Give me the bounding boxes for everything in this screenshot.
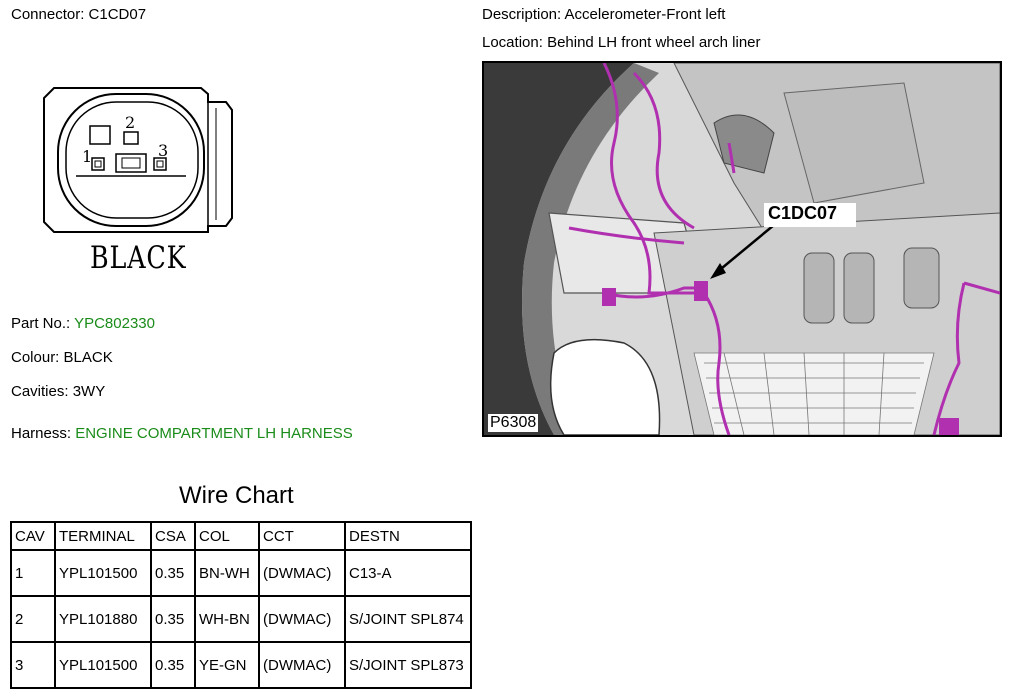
location-label: Location: xyxy=(482,34,543,51)
cell-destn: S/JOINT SPL874 xyxy=(344,595,472,643)
connector-callout-label: C1DC07 xyxy=(768,203,838,223)
header-cct: CCT xyxy=(258,521,346,551)
harness-value: ENGINE COMPARTMENT LH HARNESS xyxy=(75,425,353,442)
colour-line: Colour: BLACK xyxy=(11,349,113,366)
cell-destn: C13-A xyxy=(344,549,472,597)
pin-label-1: 1 xyxy=(82,147,92,166)
description-line: Description: Accelerometer-Front left xyxy=(482,6,725,23)
table-row: 3 YPL101500 0.35 YE-GN (DWMAC) S/JOINT S… xyxy=(10,641,472,689)
wire-chart-table: CAV TERMINAL CSA COL CCT DESTN 1 YPL1015… xyxy=(10,521,472,689)
description-value: Accelerometer-Front left xyxy=(564,6,726,23)
cell-cav: 3 xyxy=(10,641,56,689)
cell-terminal: YPL101500 xyxy=(54,641,152,689)
pin-label-2: 2 xyxy=(125,113,135,132)
pin-label-3: 3 xyxy=(158,141,168,160)
location-line: Location: Behind LH front wheel arch lin… xyxy=(482,34,761,51)
cell-destn: S/JOINT SPL873 xyxy=(344,641,472,689)
cell-cav: 2 xyxy=(10,595,56,643)
cell-col: YE-GN xyxy=(194,641,260,689)
cell-cct: (DWMAC) xyxy=(258,641,346,689)
connector-title: Connector: C1CD07 xyxy=(11,6,146,23)
location-value: Behind LH front wheel arch liner xyxy=(547,34,761,51)
cell-cav: 1 xyxy=(10,549,56,597)
colour-label: Colour: xyxy=(11,349,60,366)
harness-label: Harness: xyxy=(11,425,72,442)
cell-csa: 0.35 xyxy=(150,641,196,689)
header-destn: DESTN xyxy=(344,521,472,551)
wheel-arch-drawing xyxy=(484,63,1000,435)
location-illustration: C1DC07 P6308 xyxy=(482,61,1002,437)
table-row: 2 YPL101880 0.35 WH-BN (DWMAC) S/JOINT S… xyxy=(10,595,472,643)
header-col: COL xyxy=(194,521,260,551)
colour-value: BLACK xyxy=(63,349,113,366)
connector-color-label: BLACK xyxy=(90,240,187,276)
wire-chart-title: Wire Chart xyxy=(179,482,294,509)
table-row: 1 YPL101500 0.35 BN-WH (DWMAC) C13-A xyxy=(10,549,472,597)
cell-csa: 0.35 xyxy=(150,549,196,597)
connector-face-drawing: 1 2 3 xyxy=(43,87,233,233)
cavities-line: Cavities: 3WY xyxy=(11,383,105,400)
part-number-line: Part No.: YPC802330 xyxy=(11,315,155,332)
header-terminal: TERMINAL xyxy=(54,521,152,551)
cavities-value: 3WY xyxy=(72,383,106,400)
header-csa: CSA xyxy=(150,521,196,551)
cell-terminal: YPL101880 xyxy=(54,595,152,643)
cell-terminal: YPL101500 xyxy=(54,549,152,597)
picture-reference: P6308 xyxy=(488,414,539,432)
connector-label: Connector: xyxy=(11,6,85,23)
cell-col: WH-BN xyxy=(194,595,260,643)
cell-col: BN-WH xyxy=(194,549,260,597)
part-number-value: YPC802330 xyxy=(74,315,155,332)
connector-id: C1CD07 xyxy=(88,6,147,23)
harness-line: Harness: ENGINE COMPARTMENT LH HARNESS xyxy=(11,425,353,442)
cell-cct: (DWMAC) xyxy=(258,549,346,597)
description-label: Description: xyxy=(482,6,562,23)
header-cav: CAV xyxy=(10,521,56,551)
wire-chart-header-row: CAV TERMINAL CSA COL CCT DESTN xyxy=(10,521,472,551)
cell-cct: (DWMAC) xyxy=(258,595,346,643)
part-number-label: Part No.: xyxy=(11,315,71,332)
cell-csa: 0.35 xyxy=(150,595,196,643)
cavities-label: Cavities: xyxy=(11,383,69,400)
